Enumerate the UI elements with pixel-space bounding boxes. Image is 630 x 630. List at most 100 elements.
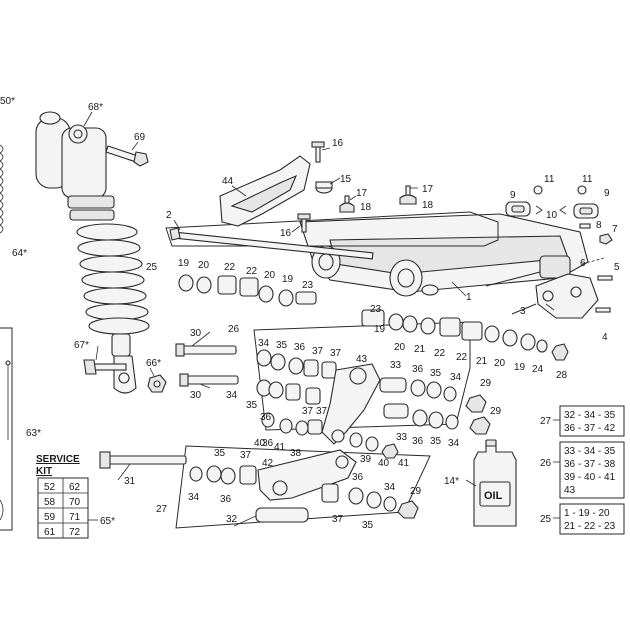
- group-line: 21 - 22 - 23: [564, 521, 616, 532]
- part-label: 29: [490, 406, 502, 417]
- kit-cell: 70: [69, 497, 81, 508]
- part-label: 24: [532, 364, 544, 375]
- part-label: 4: [602, 332, 608, 343]
- part-label: 7: [612, 224, 618, 235]
- kit-cell: 62: [69, 482, 81, 493]
- part-label: 36: [262, 438, 274, 449]
- part-label: 34: [188, 492, 200, 503]
- part-label: 22: [434, 348, 446, 359]
- part-label: 18: [422, 200, 434, 211]
- part-label: 64*: [12, 248, 27, 259]
- group-box-25: 25 1 - 19 - 20 21 - 22 - 23: [540, 503, 625, 535]
- part-label: 25: [146, 262, 158, 273]
- chain-guide-44: [219, 155, 311, 227]
- part-label: 29: [480, 378, 492, 389]
- part-label: 37: [330, 348, 342, 359]
- part-label: 22: [456, 352, 468, 363]
- kit-cell: 71: [69, 512, 81, 523]
- bolt-8: [579, 223, 591, 229]
- bolt-5: [597, 275, 613, 281]
- part-label: 69: [134, 132, 146, 143]
- part-label: 23: [302, 280, 314, 291]
- part-label: 44: [222, 176, 234, 187]
- part-label: 65*: [100, 516, 115, 527]
- part-label: 36: [352, 472, 364, 483]
- part-label: 43: [356, 354, 368, 365]
- bracket-3: [535, 273, 599, 319]
- part-label: 36: [412, 364, 424, 375]
- part-label: 22: [224, 262, 236, 273]
- spacer-32: [255, 507, 309, 523]
- part-label: 40: [254, 438, 266, 449]
- part-label: 28: [556, 370, 568, 381]
- part-label: 17: [422, 184, 434, 195]
- nut-29-bottom: [397, 500, 419, 519]
- part-label: 33: [396, 432, 408, 443]
- part-label: 35: [430, 368, 442, 379]
- part-label: 9: [510, 190, 516, 201]
- part-label: 34: [384, 482, 396, 493]
- part-label: 5: [614, 262, 620, 273]
- part-label: 35: [276, 340, 288, 351]
- group-line: 36 - 37 - 38: [564, 459, 616, 470]
- part-label: 67*: [74, 340, 89, 351]
- bolt-30-top: [175, 343, 237, 357]
- group-box-26: 26 33 - 34 - 35 36 - 37 - 38 39 - 40 - 4…: [540, 441, 625, 499]
- part-label: 16: [280, 228, 292, 239]
- part-label: 66*: [146, 358, 161, 369]
- part-label: 22: [246, 266, 258, 277]
- part-label: 19: [374, 324, 386, 335]
- part-label: 3: [520, 306, 526, 317]
- part-label: 42: [262, 458, 274, 469]
- bolt-17-a: [339, 195, 355, 213]
- part-label: 19: [514, 362, 526, 373]
- kit-cell: 61: [44, 527, 56, 538]
- part-label: 36: [294, 342, 306, 353]
- kit-cell: 72: [69, 527, 81, 538]
- group-line: 32 - 34 - 35: [564, 410, 616, 421]
- part-label: 26: [228, 324, 240, 335]
- tensioner-9-left: [505, 201, 531, 217]
- part-label: 9: [604, 188, 610, 199]
- part-label: 8: [596, 220, 602, 231]
- part-label: 35: [430, 436, 442, 447]
- nut-7: [599, 233, 613, 245]
- group-label: 25: [540, 514, 552, 525]
- bolt-67: [83, 359, 127, 375]
- bolt-4: [595, 307, 611, 313]
- bearing-row-26: [361, 309, 569, 361]
- spring-64: [0, 144, 4, 234]
- part-label: 35: [214, 448, 226, 459]
- rocker-43: [321, 363, 381, 445]
- bolt-16-top: [311, 141, 325, 163]
- tensioner-9-right: [573, 203, 599, 219]
- bolt-31: [99, 451, 187, 469]
- part-label: 36: [412, 436, 424, 447]
- part-label: 29: [410, 486, 422, 497]
- nut-66: [147, 374, 167, 393]
- service-kit-title: SERVICE: [36, 454, 80, 465]
- part-label: 27: [156, 504, 168, 515]
- nut-29-middle: [469, 416, 491, 435]
- part-label: 37: [302, 406, 314, 417]
- part-label: 41: [398, 458, 410, 469]
- part-label: 40: [378, 458, 390, 469]
- part-label: 18: [360, 202, 372, 213]
- bearing-set-lower: [261, 412, 399, 459]
- group-line: 1 - 19 - 20: [564, 508, 610, 519]
- rod-63: [5, 360, 11, 440]
- spacer-33-bottom: [383, 403, 409, 419]
- part-label: 14*: [444, 476, 459, 487]
- axle-2: [169, 227, 374, 260]
- bearing-set-27-right: [321, 483, 397, 512]
- part-label: 37: [332, 514, 344, 525]
- part-label: 23: [370, 304, 382, 315]
- oil-label: OIL: [484, 490, 503, 502]
- oil-bottle-14: [473, 439, 517, 527]
- group-line: 33 - 34 - 35: [564, 446, 616, 457]
- swingarm: [299, 213, 589, 297]
- group-box-27: 27 32 - 34 - 35 36 - 37 - 42: [540, 405, 625, 437]
- bolt-17-b: [399, 185, 417, 205]
- part-label: 32: [226, 514, 238, 525]
- part-label: 37: [240, 450, 252, 461]
